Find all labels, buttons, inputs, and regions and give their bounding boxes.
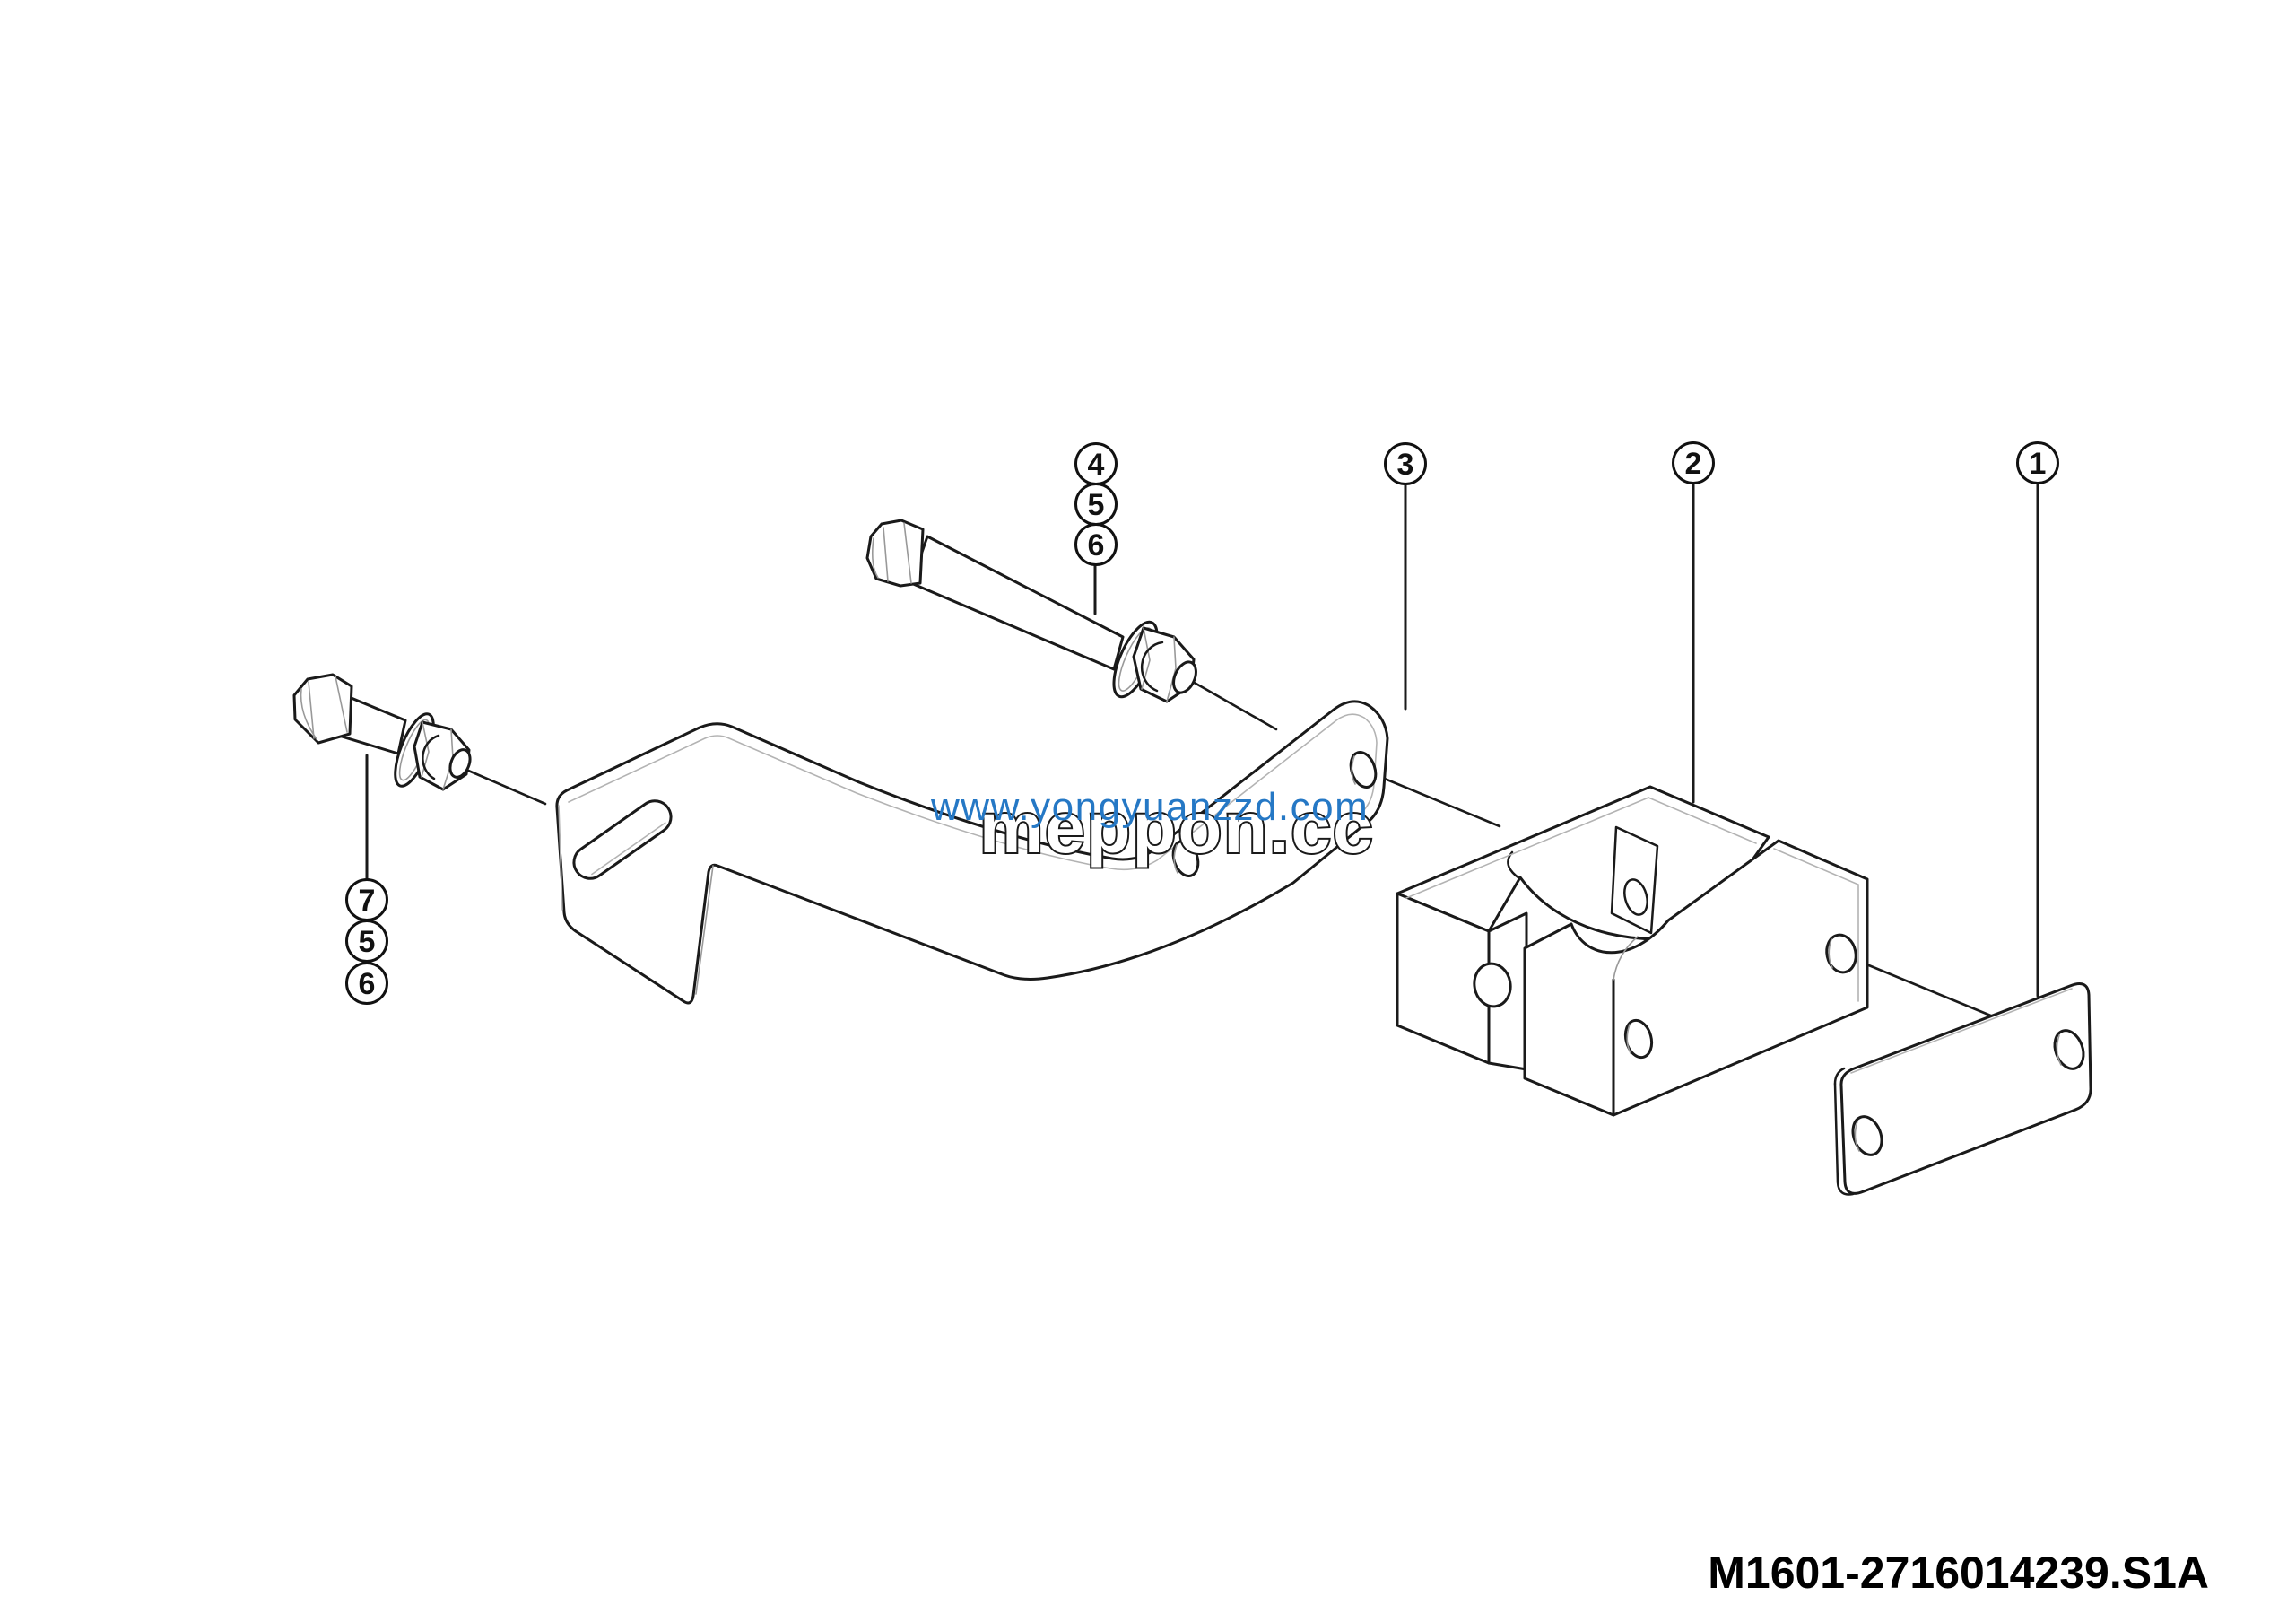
svg-text:1: 1	[2030, 447, 2047, 481]
plate-hole-right	[2053, 1029, 2085, 1070]
bolt-tip	[448, 748, 472, 779]
drawing-code: M1601-2716014239.S1A	[1708, 1548, 2209, 1598]
assembly-axis-lines	[465, 680, 1995, 1018]
clamp-hole-left	[1473, 962, 1512, 1008]
clamp-hole-front	[1623, 1018, 1654, 1060]
callout-4: 4	[1074, 442, 1118, 485]
svg-text:7: 7	[359, 884, 376, 918]
backing-plate	[1833, 982, 2092, 1196]
callout-5: 5	[1074, 483, 1118, 526]
clamp-rear-half	[1396, 785, 1770, 1071]
bracket-hole-middle	[1171, 840, 1200, 877]
svg-text:5: 5	[359, 925, 376, 959]
svg-text:4: 4	[1088, 448, 1105, 482]
bolt-assembly-left	[292, 673, 472, 791]
bracket-slot	[572, 799, 673, 880]
bolt-head	[865, 519, 925, 588]
bolt-tip	[1172, 660, 1197, 694]
svg-text:2: 2	[1685, 447, 1702, 481]
mounting-bracket	[555, 700, 1389, 1005]
callout-7: 7	[345, 878, 388, 921]
callout-1: 1	[2016, 441, 2059, 484]
callout-balloons: 4 5 6 3 2 1 7 5 6	[345, 441, 2059, 1005]
svg-text:5: 5	[1088, 488, 1105, 522]
svg-text:3: 3	[1397, 448, 1414, 482]
callout-3: 3	[1384, 442, 1427, 485]
clamp-front-half	[1523, 839, 1869, 1117]
watermark-brand-text: meppon.cc	[979, 788, 1374, 868]
clamp-hole-right	[1825, 933, 1857, 974]
callout-6: 6	[1074, 523, 1118, 566]
svg-text:6: 6	[359, 967, 376, 1001]
callout-leader-lines	[365, 482, 2039, 998]
svg-text:6: 6	[1088, 528, 1105, 562]
watermark-url-text: www.yongyuanzzd.com	[930, 785, 1369, 829]
callout-5: 5	[345, 920, 388, 963]
plate-hole-left	[1851, 1115, 1883, 1156]
flange-nut	[413, 720, 472, 791]
flange-nut	[1132, 626, 1197, 703]
bracket-hole-end	[1349, 751, 1378, 789]
clamp-bore-hole	[1623, 878, 1648, 916]
callout-6: 6	[345, 962, 388, 1005]
bolt-assembly-upper	[865, 519, 1197, 703]
callout-2: 2	[1672, 441, 1715, 484]
